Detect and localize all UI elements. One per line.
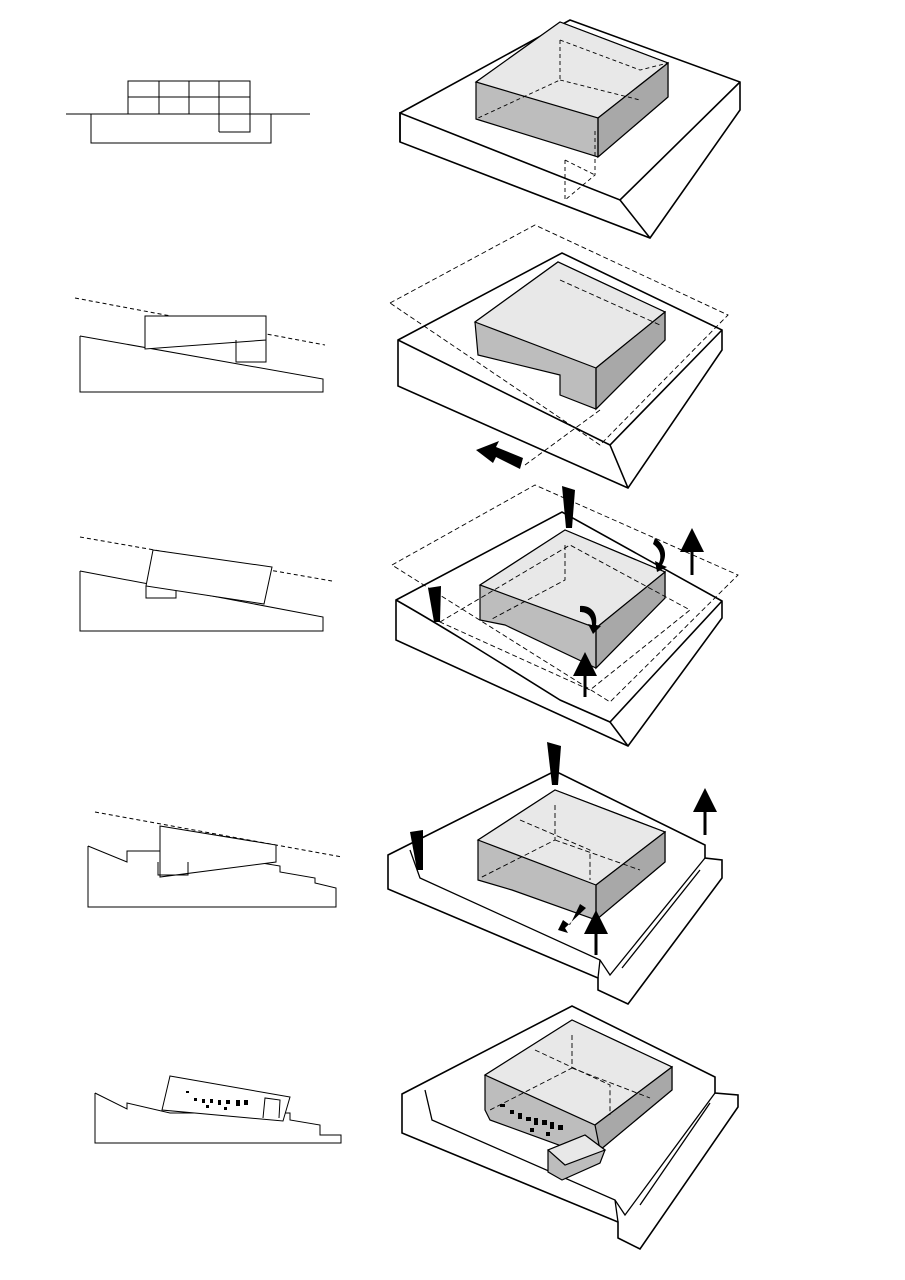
push-arrow-icon (428, 586, 441, 622)
window-icon (530, 1128, 534, 1132)
window-icon (550, 1122, 554, 1129)
rotate-arrow-icon (653, 538, 667, 572)
step-2-massing (389, 224, 729, 490)
step-4-massing (387, 742, 723, 1006)
window-icon (534, 1118, 538, 1125)
rotate-arrow-icon (580, 605, 601, 634)
step-3-massing (391, 484, 739, 747)
window-icon (510, 1110, 514, 1114)
step-5-massing (401, 1005, 739, 1251)
push-arrow-icon (562, 486, 575, 528)
step-4-section (87, 811, 343, 908)
shift-arrow-icon (558, 904, 586, 933)
window-icon (558, 1125, 563, 1130)
step-3-section (79, 536, 333, 632)
window-icon (546, 1132, 550, 1136)
window-icon (500, 1104, 505, 1107)
push-arrow-icon (410, 830, 423, 870)
push-arrow-icon (547, 742, 561, 785)
step-1-massing (399, 19, 741, 239)
window-icon (526, 1117, 531, 1121)
step-2-section (74, 297, 326, 393)
step-1-section (66, 80, 310, 144)
window-icon (518, 1113, 522, 1119)
window-icon (542, 1120, 547, 1125)
step-5-section (94, 1075, 342, 1144)
shift-arrow-icon (476, 441, 523, 469)
